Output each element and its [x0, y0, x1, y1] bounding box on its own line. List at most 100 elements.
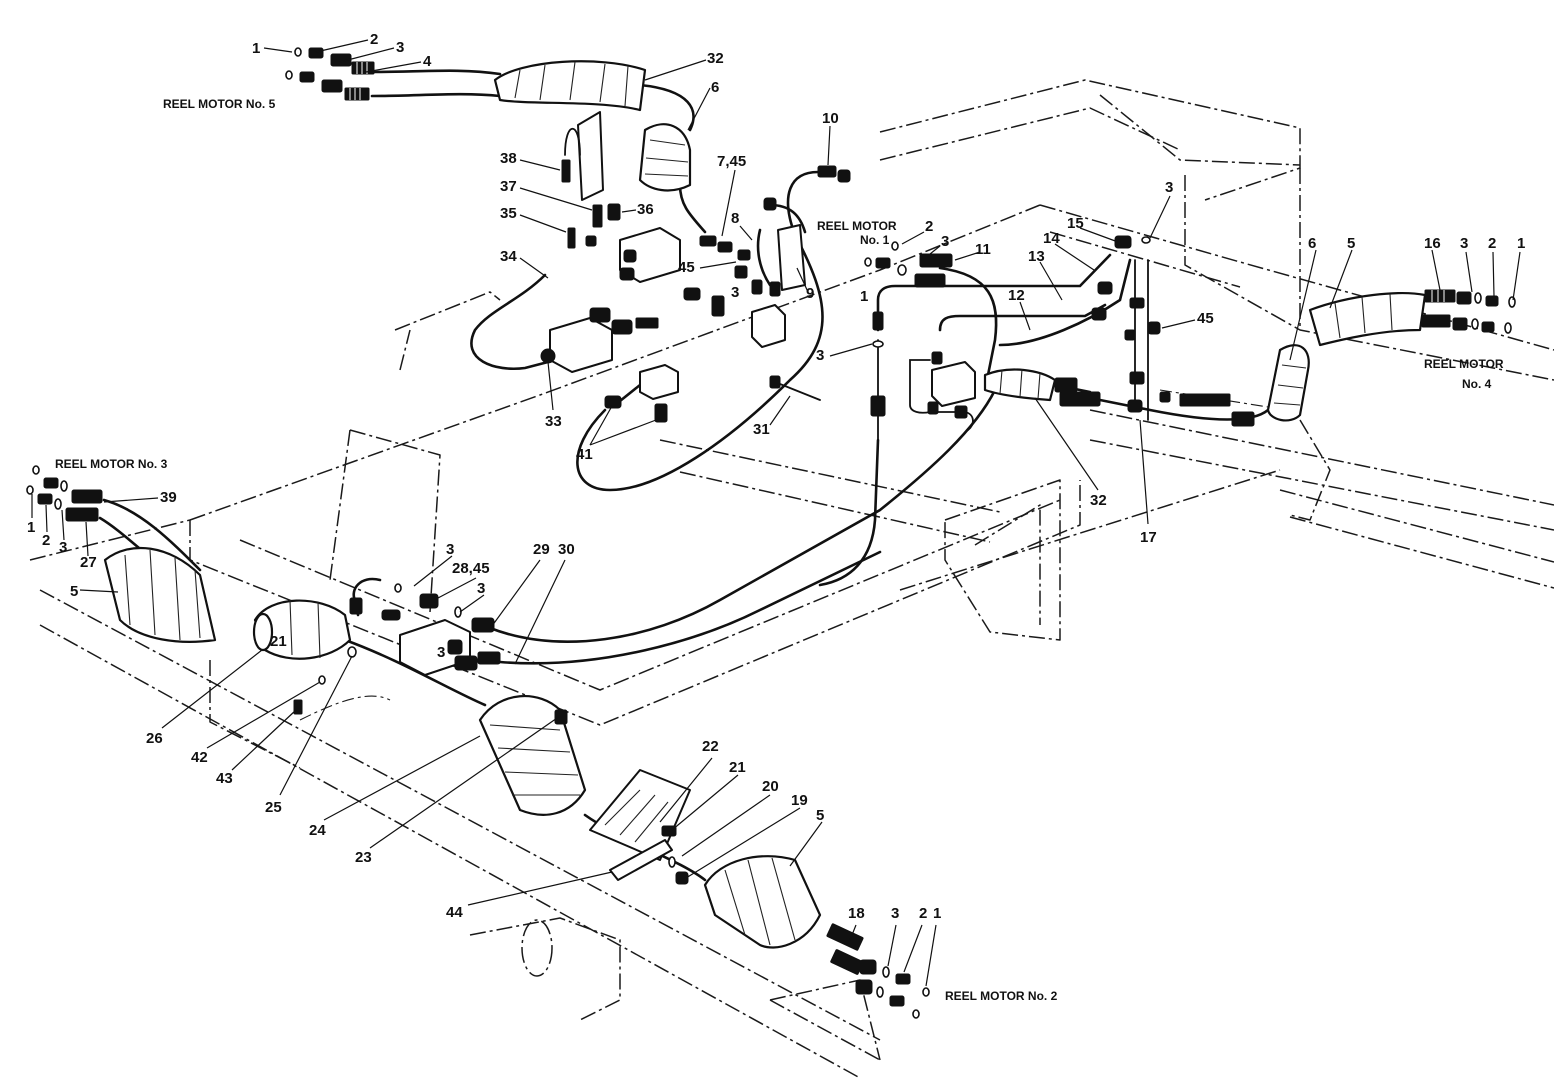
hose-8 [756, 228, 772, 287]
callout-number: 8 [731, 210, 739, 227]
frame-center-box [329, 429, 441, 613]
callout-number: 3 [941, 233, 949, 250]
callout-number: 9 [806, 285, 814, 302]
frame-left-rod [299, 695, 391, 721]
callout-number: 45 [1197, 310, 1214, 327]
fittings-31-41 [604, 375, 821, 423]
hose-arc-top [638, 83, 695, 132]
bracket-44 [609, 839, 673, 881]
callout-number: 3 [59, 539, 67, 556]
hose-guard-reel3 [103, 546, 217, 643]
callout-number: 14 [1043, 230, 1060, 247]
roller-end [521, 919, 553, 977]
callout-number: 16 [1424, 235, 1441, 252]
callout-number: 3 [891, 905, 899, 922]
callout-number: 2 [370, 31, 378, 48]
callout-number: 10 [822, 110, 839, 127]
fittings-reel3 [26, 465, 103, 522]
frame-left-end [29, 519, 191, 561]
frame-front-rail-a [39, 589, 881, 1041]
callout-number: 21 [270, 633, 287, 650]
reel-motor-1-label: REEL MOTOR [817, 219, 897, 233]
callout-number: 5 [816, 807, 824, 824]
callout-number: 30 [558, 541, 575, 558]
leader-lines [31, 39, 1521, 987]
frame-right-upright [1184, 175, 1554, 381]
hose-guards [103, 60, 1427, 949]
frame-left-rail-outer [189, 204, 1041, 521]
valve-block-right [931, 361, 976, 407]
callout-number: 32 [707, 50, 724, 67]
frame-top-deck [879, 79, 1301, 201]
callout-number: 3 [396, 39, 404, 56]
reel-motor-2-label: REEL MOTOR No. 2 [945, 989, 1058, 1003]
callout-number: 42 [191, 749, 208, 766]
callout-number: 45 [678, 259, 695, 276]
hose-reel5-upper [370, 69, 502, 76]
valve-blocks [399, 111, 976, 881]
callout-number: 2 [42, 532, 50, 549]
callout-number: 21 [729, 759, 746, 776]
hose-34-loop [470, 273, 550, 370]
hose-guard-left [252, 599, 352, 660]
fittings-lower-left [293, 583, 568, 725]
roller-housing [469, 917, 621, 1021]
callout-number: 4 [423, 53, 432, 70]
callout-number: 3 [1460, 235, 1468, 252]
reel-motor-5-label: REEL MOTOR No. 5 [163, 97, 276, 111]
frame-u-inner [239, 499, 1061, 691]
hose-reel3-upper [102, 498, 202, 572]
bracket-top [577, 111, 604, 201]
hose-reel4-lower [1098, 398, 1270, 421]
frame-mid-rail-a [659, 439, 1001, 513]
fittings-reel5 [285, 47, 375, 101]
reel-motor-labels: REEL MOTOR No. 5 REEL MOTOR No. 1 REEL M… [55, 97, 1504, 1003]
hose-guard-top [493, 60, 647, 112]
frame-right-bracket [1289, 419, 1331, 521]
callout-number: 15 [1067, 215, 1084, 232]
callout-number: 3 [1165, 179, 1173, 196]
fittings [26, 47, 1516, 1019]
frame-right-rail-lower [1049, 231, 1241, 288]
hose-reel5-lower [370, 92, 502, 98]
hose-29 [488, 388, 997, 643]
hose-guard-reel4 [1266, 292, 1427, 422]
fittings-right-mid [1054, 235, 1255, 427]
callout-number: 24 [309, 822, 326, 839]
fittings-reel1 [864, 241, 968, 419]
callout-number: 36 [637, 201, 654, 218]
callout-number: 38 [500, 150, 517, 167]
callout-number: 2 [1488, 235, 1496, 252]
frame-right-deck-a [1089, 409, 1554, 506]
u-bolt-top [564, 127, 581, 156]
hose-drop-top [678, 183, 707, 234]
hose-guard-top-bend [638, 123, 692, 192]
valve-block-33 [549, 317, 613, 373]
callout-numbers: 1 2 3 4 32 6 38 37 36 35 34 7,45 8 45 3 … [27, 31, 1525, 922]
callout-number: 3 [437, 644, 445, 661]
callout-number: 26 [146, 730, 163, 747]
hose-31-vertical [818, 438, 880, 587]
callout-number: 31 [753, 421, 770, 438]
callout-number: 37 [500, 178, 517, 195]
callout-number: 1 [860, 288, 868, 305]
reel-motor-4-number: No. 4 [1462, 377, 1492, 391]
frame-right-deck-b [1089, 439, 1554, 531]
callout-number: 19 [791, 792, 808, 809]
valve-block-41 [639, 364, 679, 400]
callout-number: 20 [762, 778, 779, 795]
frame-u-outer [189, 480, 1081, 726]
callout-number: 41 [576, 446, 593, 463]
callout-number: 1 [1517, 235, 1525, 252]
hose-guard-center [478, 694, 587, 816]
frame-mid-rail-c [899, 469, 1281, 591]
bracket-22-detail [604, 789, 669, 843]
callout-number: 3 [731, 284, 739, 301]
callout-number: 18 [848, 905, 865, 922]
frame-top-deck-inner [879, 107, 1181, 161]
callout-number: 6 [1308, 235, 1316, 252]
callout-number: 33 [545, 413, 562, 430]
fender-outer [944, 479, 1061, 641]
callout-number: 44 [446, 904, 463, 921]
